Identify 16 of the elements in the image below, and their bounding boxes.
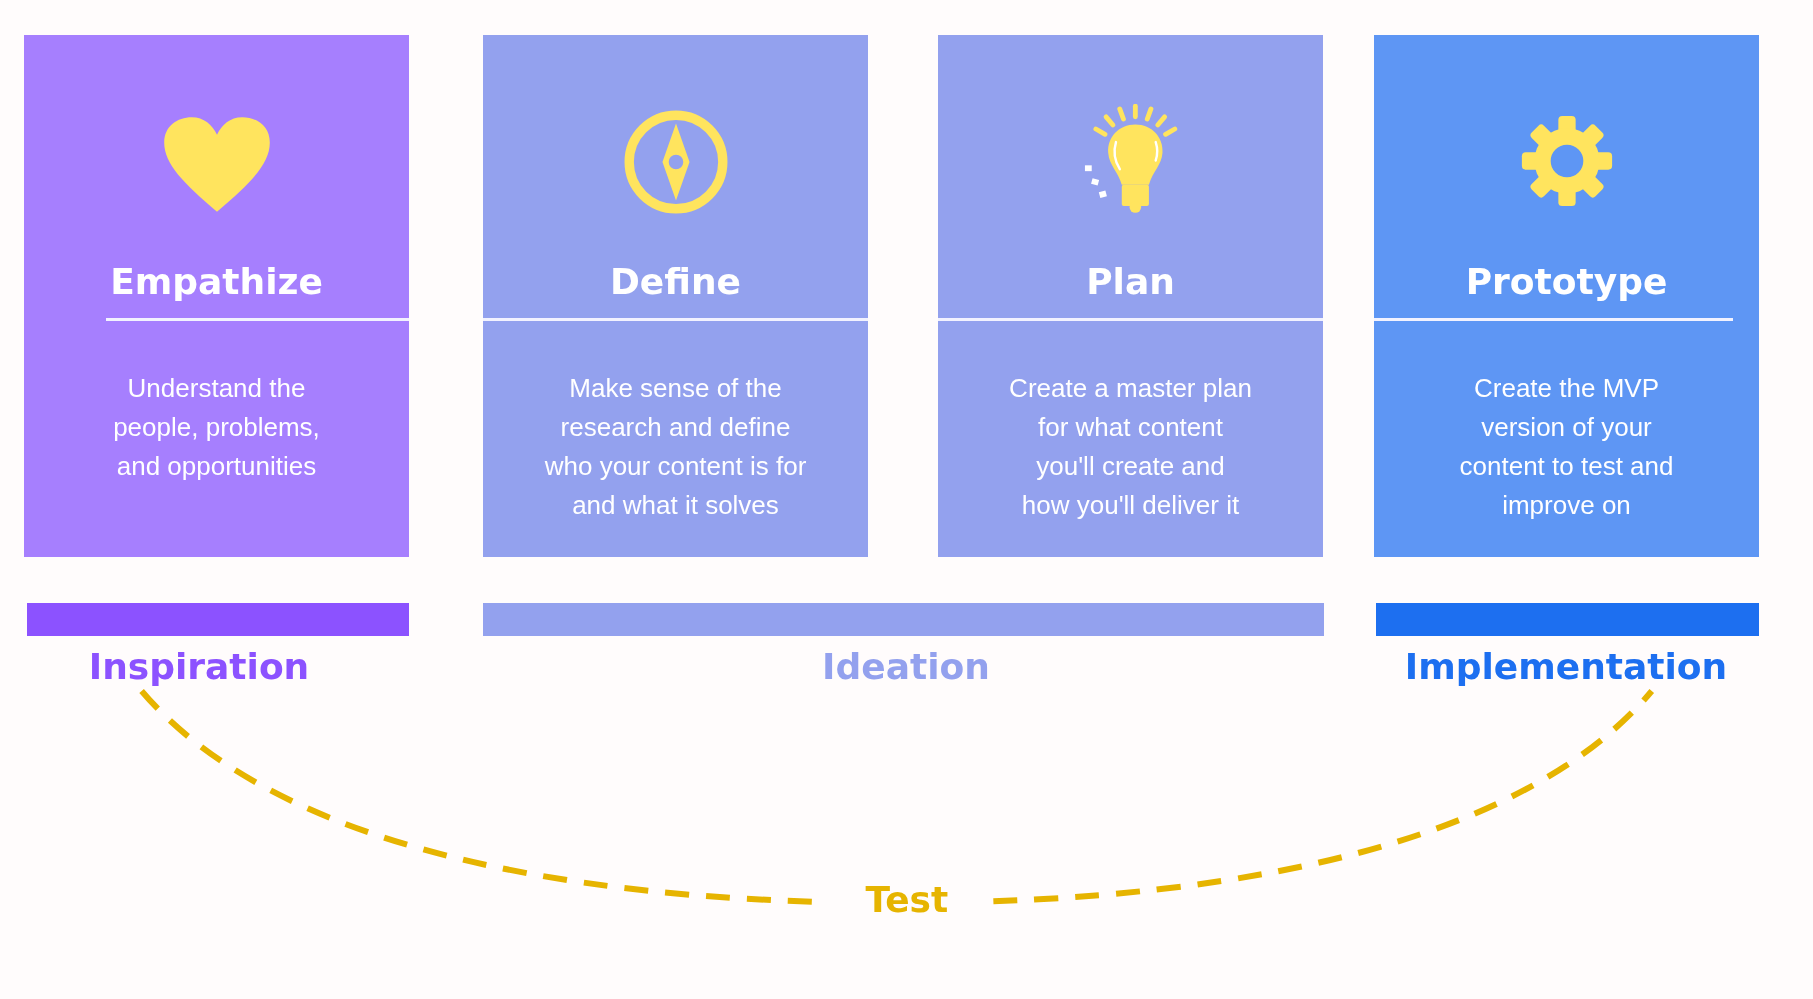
stage-description: Understand the people, problems, and opportunities	[113, 372, 320, 483]
stage-heading: Prototype	[1465, 260, 1668, 304]
stage-heading: Empathize	[110, 260, 323, 304]
dashed-connector	[139, 688, 1654, 906]
stage-heading: Plan	[1086, 260, 1175, 304]
stage-card	[1374, 35, 1759, 557]
stage-card	[938, 35, 1323, 557]
stage-description: Make sense of the research and define who your content is for and what it solves	[544, 372, 807, 522]
stage-heading: Define	[610, 260, 741, 304]
stage-description: Create the MVP version of your content to test and improve on	[1459, 372, 1674, 522]
stage-card	[24, 35, 409, 557]
phase-label: Implementation	[1404, 645, 1728, 689]
phase-label: Inspiration	[88, 645, 310, 689]
stage-description: Create a master plan for what content you'll create and how you'll deliver it	[1009, 372, 1252, 522]
phase-label: Ideation	[822, 645, 990, 689]
stage-card	[483, 35, 868, 557]
